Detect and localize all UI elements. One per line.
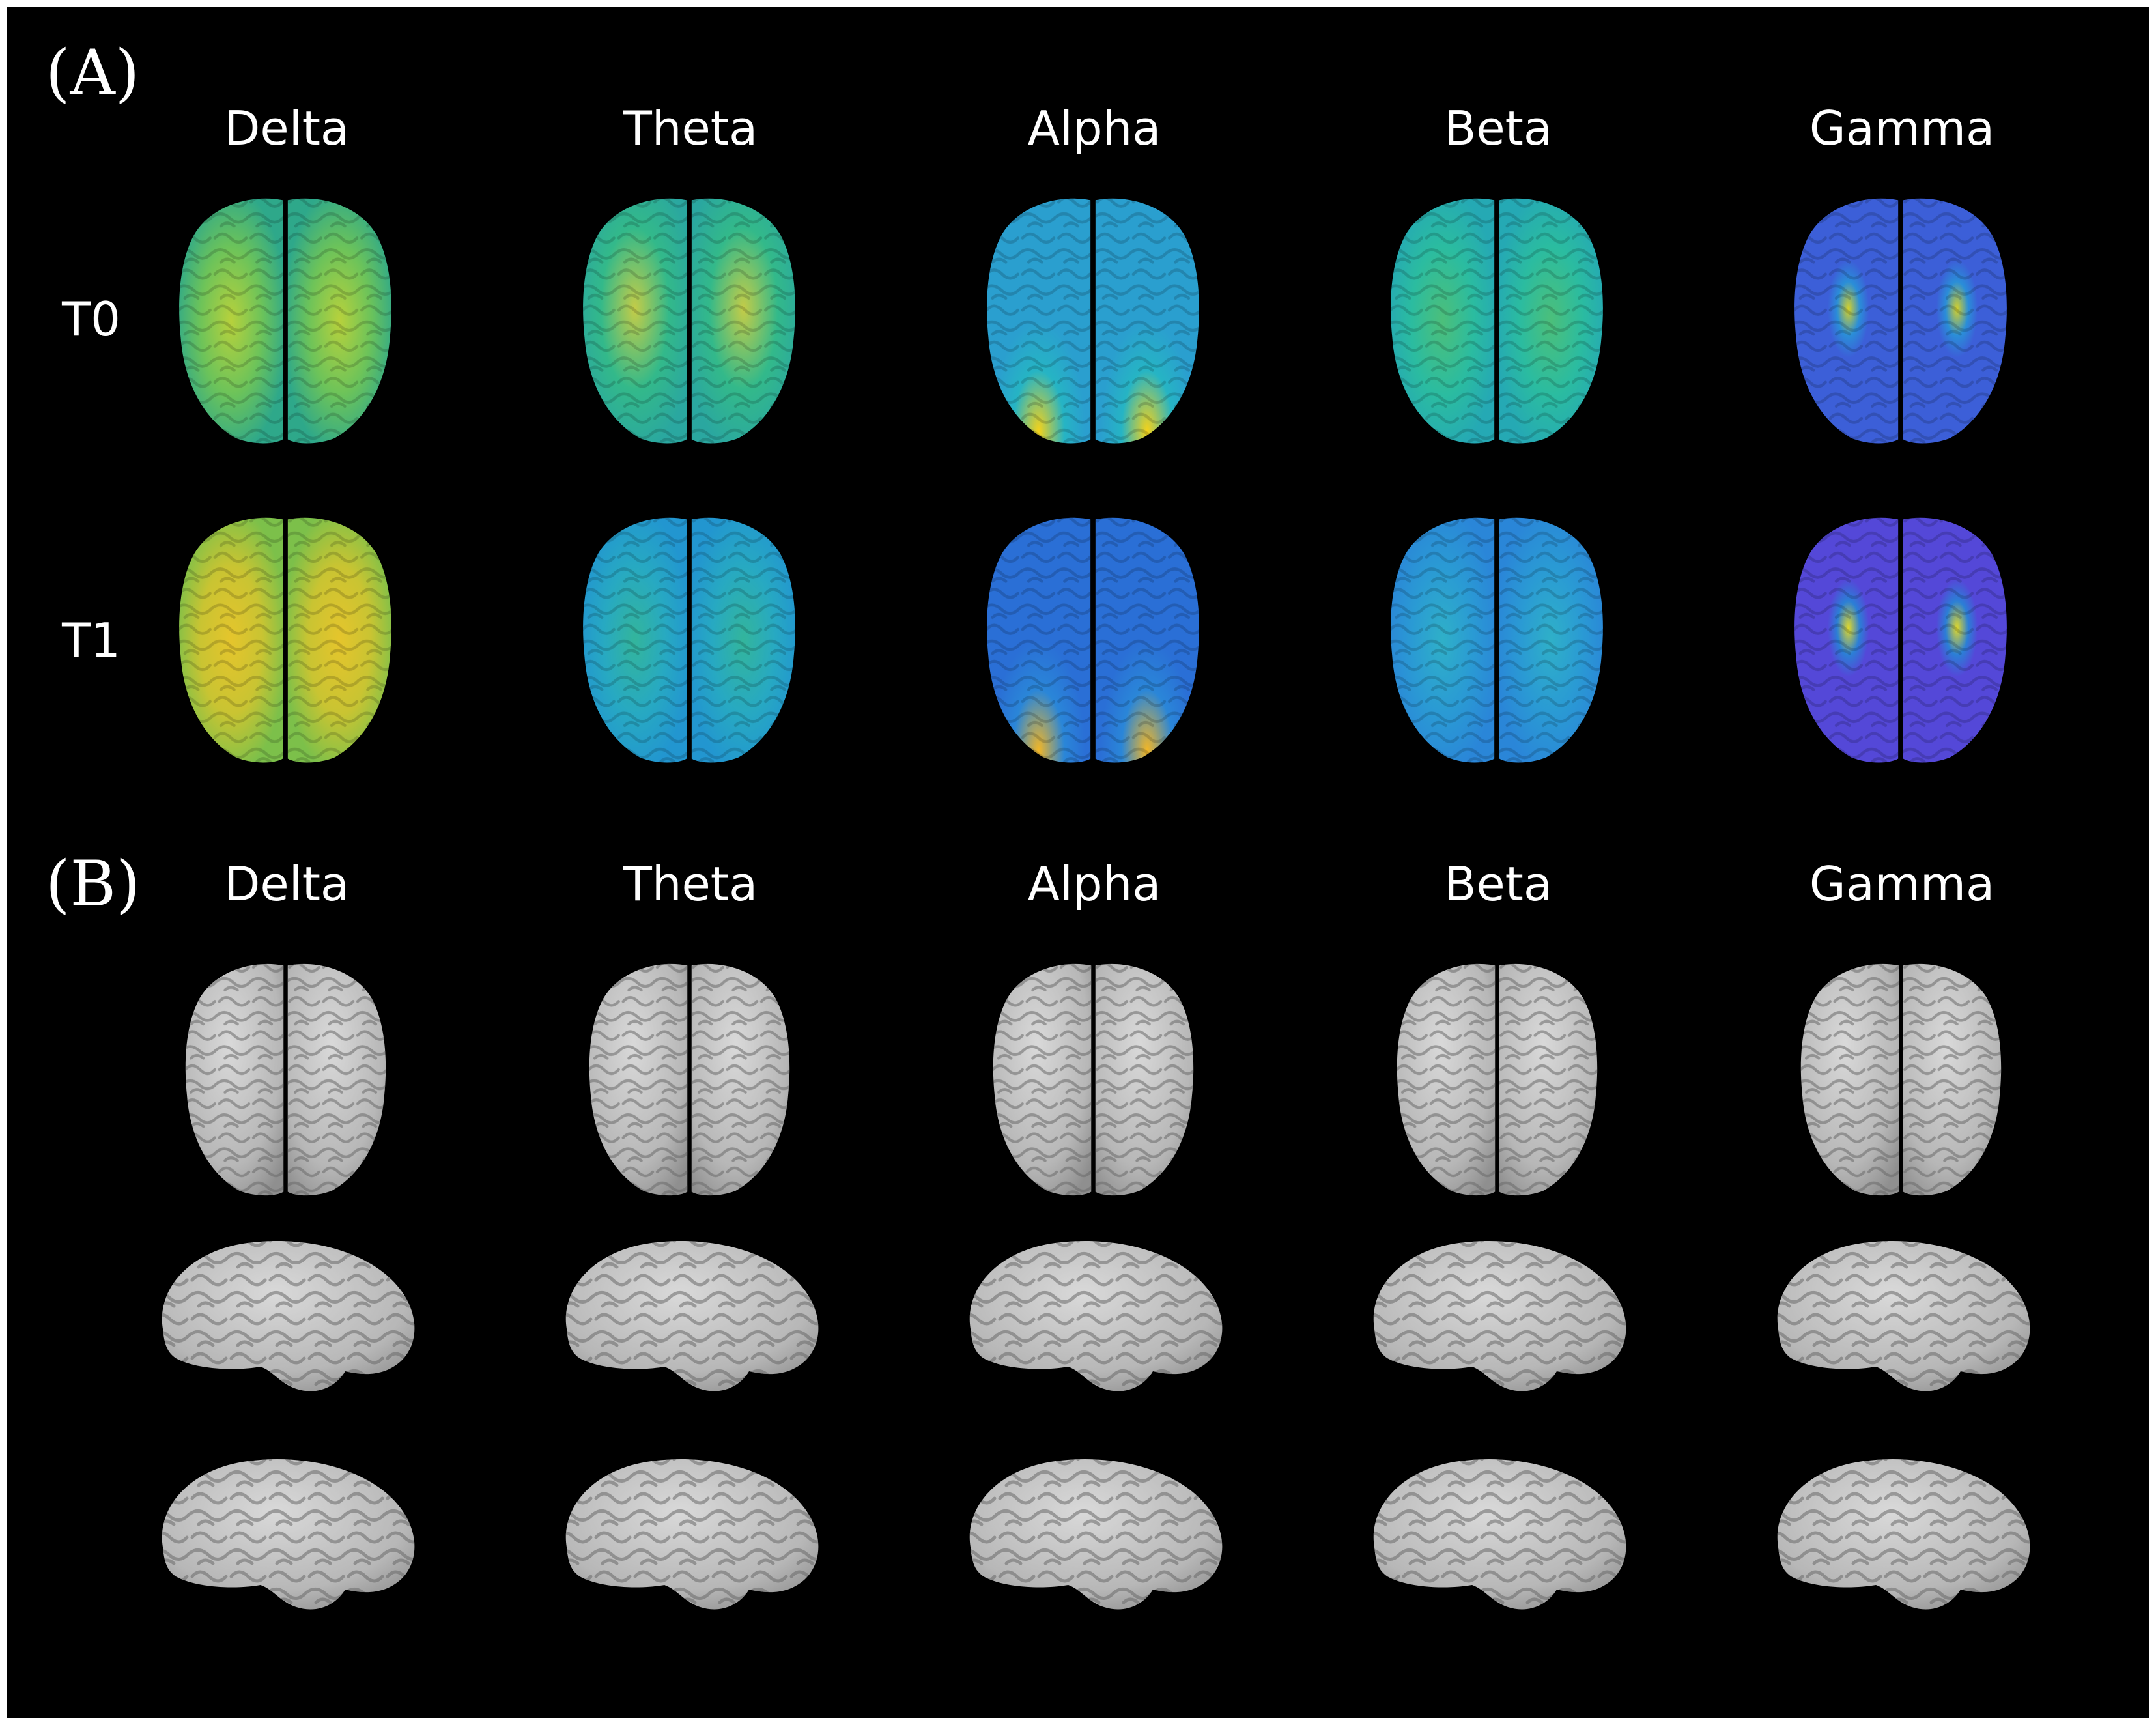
panel-b-band-labels: Delta Theta Alpha Beta Gamma [224, 857, 1994, 911]
panel-b-band-label: Gamma [1809, 857, 1994, 911]
panel-a-band-label: Beta [1444, 101, 1552, 156]
panel-a-row-labels: T0 T1 [61, 292, 121, 668]
row-label-t1: T1 [61, 613, 121, 668]
panel-a-band-label: Delta [224, 101, 349, 156]
row-label-t0: T0 [61, 292, 121, 347]
panel-b-band-label: Alpha [1028, 857, 1161, 911]
panel-a-band-label: Theta [623, 101, 758, 156]
panel-b-band-label: Beta [1444, 857, 1552, 911]
panel-a-band-labels: Delta Theta Alpha Beta Gamma [224, 101, 1994, 156]
panel-a-band-label: Alpha [1028, 101, 1161, 156]
panel-b-band-label: Delta [224, 857, 349, 911]
panel-b-letter: (B) [46, 848, 140, 920]
panel-a-band-label: Gamma [1809, 101, 1994, 156]
panel-b-band-label: Theta [623, 857, 758, 911]
panel-a-letter: (A) [46, 36, 139, 109]
